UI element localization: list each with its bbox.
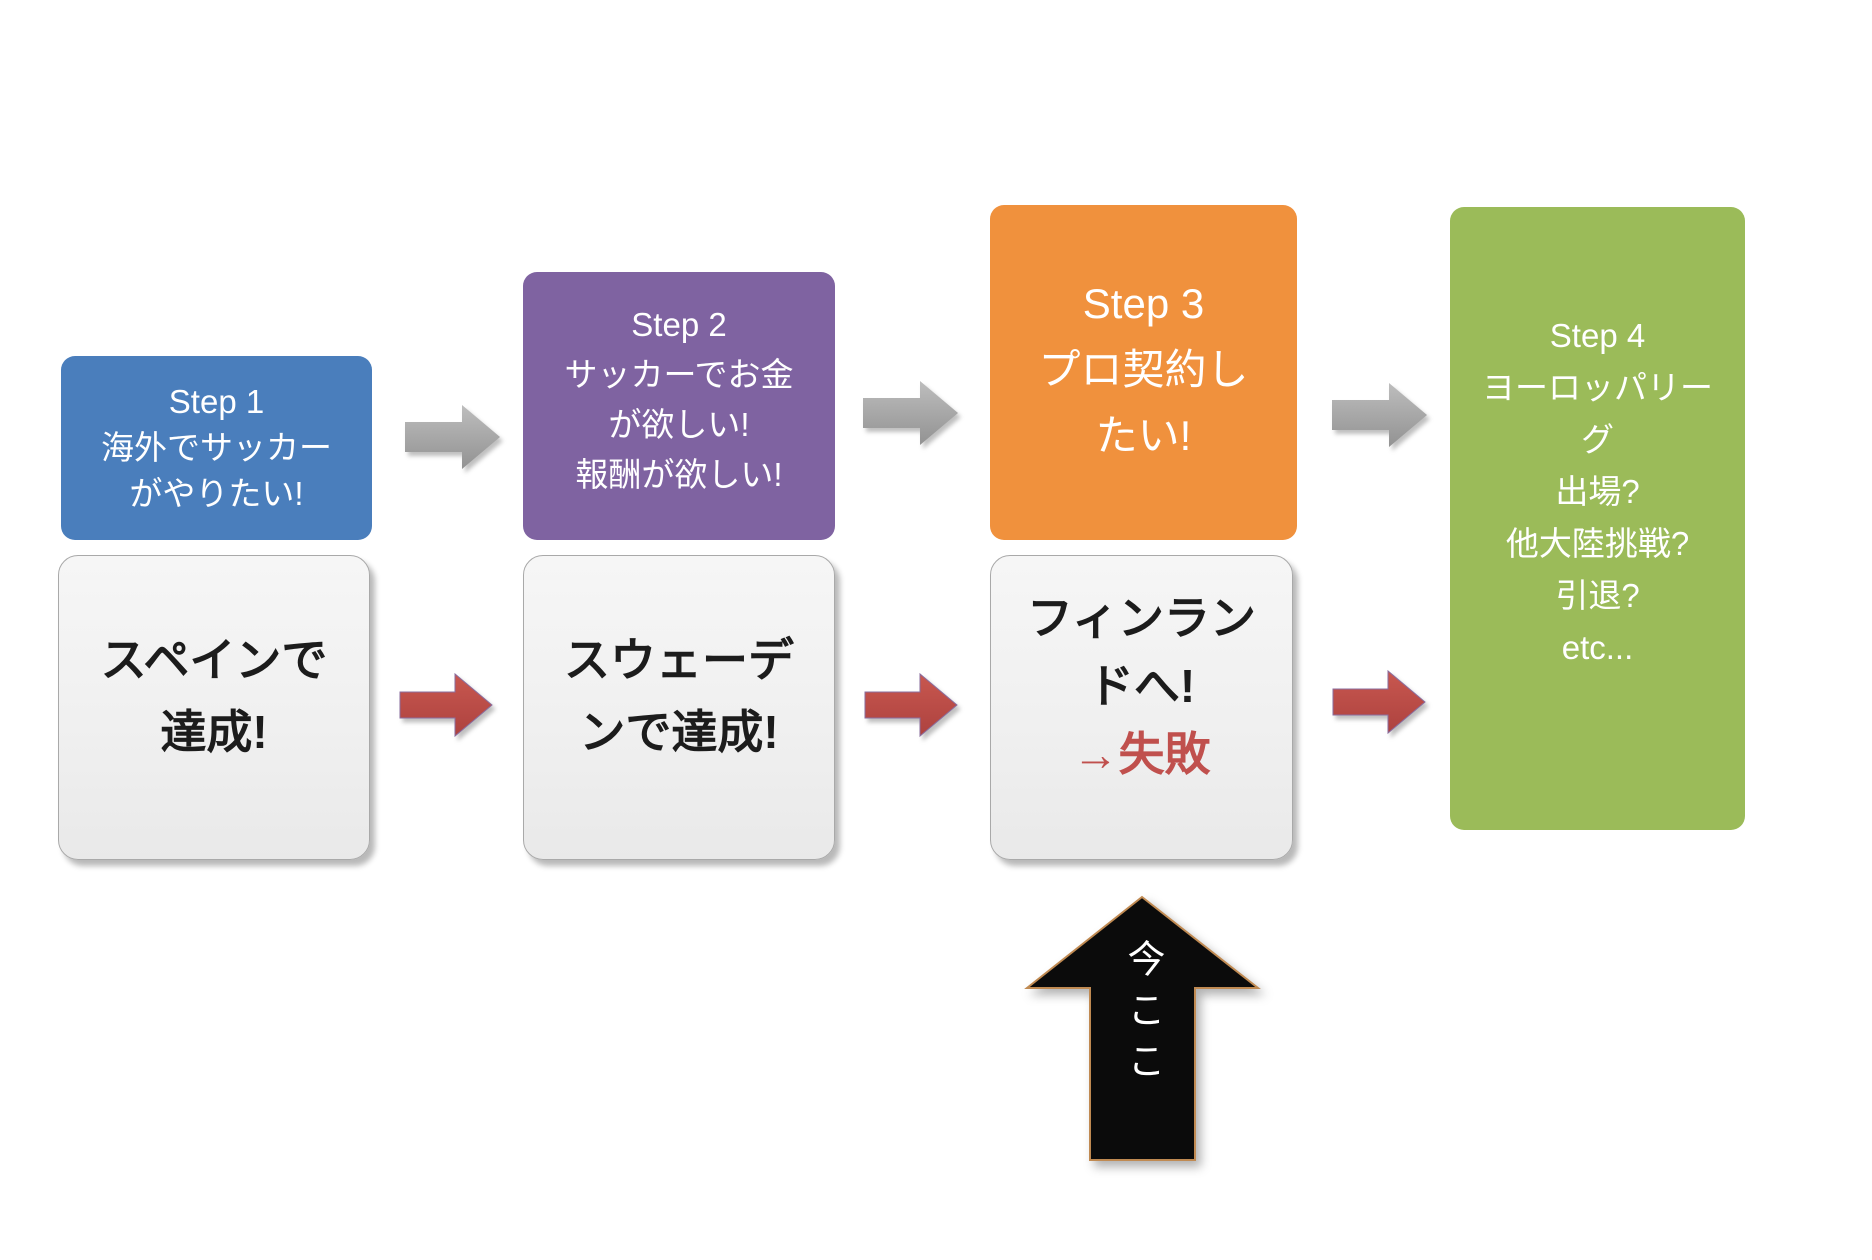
step1-line-2: がやりたい!: [129, 475, 304, 512]
step4-line-2: グ: [1581, 421, 1614, 458]
step2-line-1: サッカーでお金: [564, 356, 794, 393]
step4-line-3: 出場?: [1555, 473, 1640, 510]
step4-line-6: etc...: [1561, 629, 1634, 666]
step2-line-2: が欲しい!: [608, 406, 750, 443]
red-right-arrow-icon: [864, 672, 958, 738]
result3-box: フィンラン ドへ! →失敗: [990, 555, 1293, 860]
step2-title: Step 2: [631, 306, 727, 343]
step1-box: Step 1 海外でサッカー がやりたい!: [61, 356, 372, 540]
you-are-here-label: 今ここ: [1121, 939, 1163, 1092]
step3-box: Step 3 プロ契約し たい!: [990, 205, 1297, 540]
step4-line-5: 引退?: [1555, 577, 1640, 614]
result3-fail-line: →失敗: [1072, 728, 1211, 780]
step1-title: Step 1: [168, 383, 265, 420]
red-right-arrow-icon: [1332, 669, 1426, 735]
step2-line-3: 報酬が欲しい!: [575, 456, 783, 493]
black-up-arrow-icon: [1024, 895, 1261, 1161]
gray-right-arrow-icon: [405, 405, 500, 469]
result1-box: スペインで 達成!: [58, 555, 370, 860]
result2-line-1: ンで達成!: [579, 706, 779, 758]
step4-box: Step 4 ヨーロッパリー グ 出場? 他大陸挑戦? 引退? etc...: [1450, 207, 1745, 830]
red-right-arrow-icon: [399, 672, 493, 738]
step1-line-1: 海外でサッカー: [101, 429, 332, 466]
result2-box: スウェーデ ンで達成!: [523, 555, 835, 860]
step3-line-2: たい!: [1095, 412, 1192, 459]
step4-line-4: 他大陸挑戦?: [1505, 525, 1690, 562]
step2-box: Step 2 サッカーでお金 が欲しい! 報酬が欲しい!: [523, 272, 835, 540]
you-are-here-marker: 今ここ: [1024, 895, 1261, 1161]
result3-line-0: フィンラン: [1026, 592, 1257, 644]
gray-right-arrow-icon: [1332, 383, 1427, 447]
result1-line-1: 達成!: [160, 706, 268, 758]
step4-title: Step 4: [1549, 317, 1646, 354]
step4-line-1: ヨーロッパリー: [1482, 369, 1713, 406]
step3-line-1: プロ契約し: [1038, 346, 1249, 393]
gray-right-arrow-icon: [863, 381, 958, 445]
result1-line-0: スペインで: [100, 634, 328, 686]
result2-line-0: スウェーデ: [564, 634, 794, 686]
step3-title: Step 3: [1082, 280, 1205, 327]
result3-line-1: ドへ!: [1087, 660, 1196, 712]
